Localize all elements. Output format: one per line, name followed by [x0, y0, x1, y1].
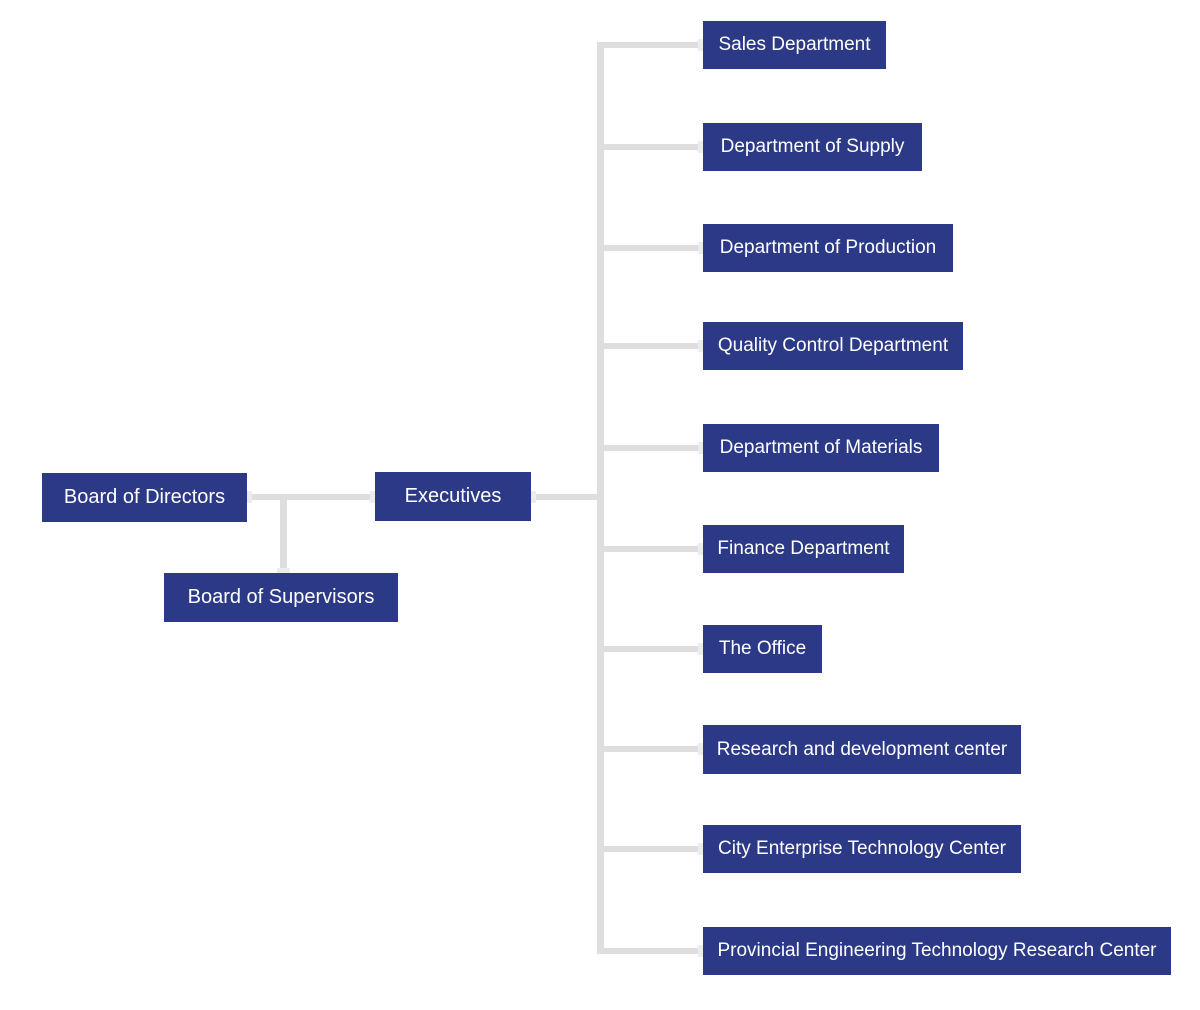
- connector-branch-office: [604, 643, 703, 655]
- connector-branch-production: [604, 242, 703, 254]
- node-research-and-development-center[interactable]: Research and development center: [703, 725, 1021, 774]
- node-label: Provincial Engineering Technology Resear…: [717, 940, 1157, 961]
- node-department-of-production[interactable]: Department of Production: [703, 224, 953, 272]
- node-city-enterprise-technology-center[interactable]: City Enterprise Technology Center: [703, 825, 1021, 873]
- node-provincial-engineering-technology-research-center[interactable]: Provincial Engineering Technology Resear…: [703, 927, 1171, 975]
- connector-branch-supply: [604, 141, 703, 153]
- node-the-office[interactable]: The Office: [703, 625, 822, 673]
- connector-branch-city-center: [604, 843, 703, 855]
- connector-directors-to-supervisors: [277, 494, 290, 573]
- node-label: Finance Department: [717, 538, 890, 559]
- node-label: Department of Production: [719, 237, 937, 258]
- node-label: Research and development center: [716, 738, 1008, 760]
- connector-branch-materials: [604, 442, 703, 454]
- connector-branch-rnd: [604, 743, 703, 755]
- node-board-of-directors[interactable]: Board of Directors: [42, 473, 247, 522]
- node-board-of-supervisors[interactable]: Board of Supervisors: [164, 573, 398, 622]
- node-label: Department of Supply: [720, 136, 905, 157]
- node-label: City Enterprise Technology Center: [718, 838, 1006, 859]
- connector-trunk: [597, 42, 604, 954]
- node-label: Quality Control Department: [717, 335, 949, 356]
- connector-branch-sales: [604, 39, 703, 51]
- node-label: Board of Directors: [63, 486, 226, 508]
- connector-branch-finance: [604, 543, 703, 555]
- node-department-of-supply[interactable]: Department of Supply: [703, 123, 922, 171]
- connector-executives-to-trunk: [531, 491, 597, 503]
- node-department-of-materials[interactable]: Department of Materials: [703, 424, 939, 472]
- node-executives[interactable]: Executives: [375, 472, 531, 521]
- node-label: Department of Materials: [719, 437, 923, 458]
- connector-directors-to-executives: [247, 491, 375, 503]
- connector-branch-quality: [604, 340, 703, 352]
- node-quality-control-department[interactable]: Quality Control Department: [703, 322, 963, 370]
- node-sales-department[interactable]: Sales Department: [703, 21, 886, 69]
- node-label: Sales Department: [718, 34, 871, 55]
- node-finance-department[interactable]: Finance Department: [703, 525, 904, 573]
- node-label: Executives: [404, 485, 502, 507]
- node-label: The Office: [718, 638, 807, 659]
- node-label: Board of Supervisors: [187, 586, 375, 608]
- connector-branch-provincial-center: [604, 945, 703, 957]
